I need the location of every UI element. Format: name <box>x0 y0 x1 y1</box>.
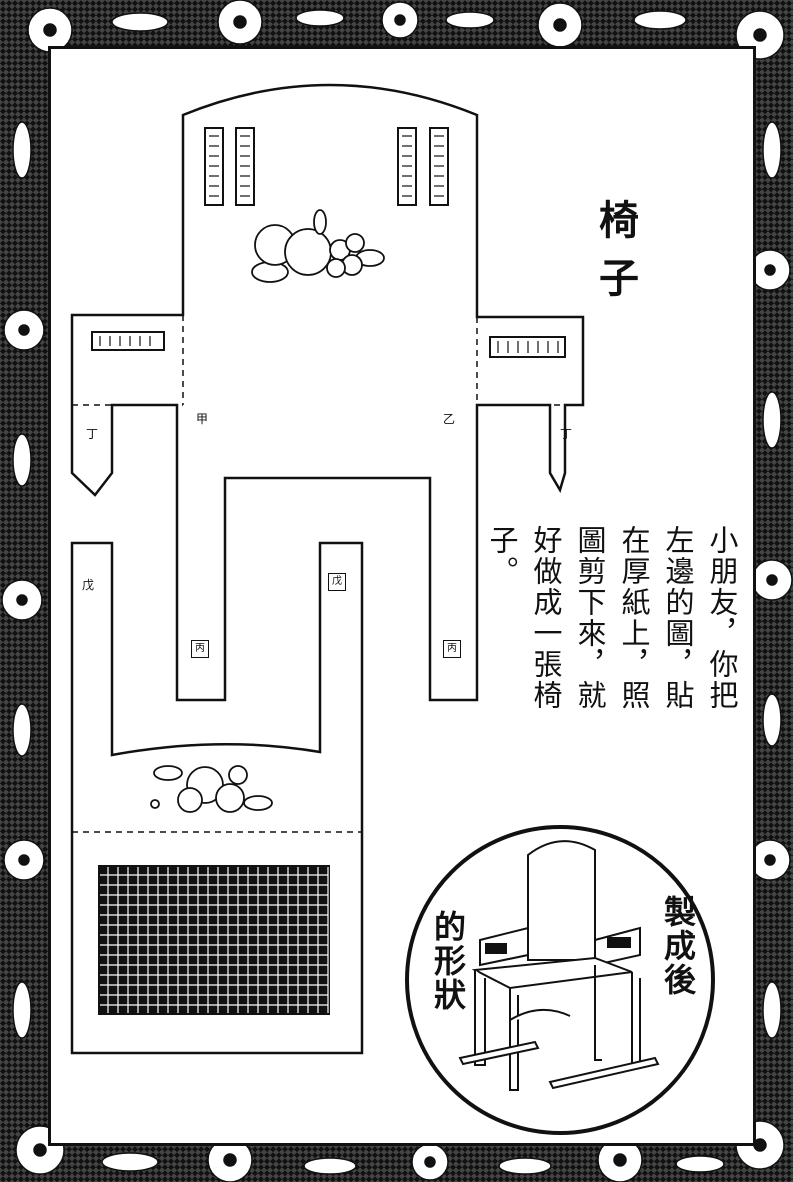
chair-icon <box>458 840 660 1091</box>
label-wu-right: 戊 <box>328 573 346 591</box>
page-title: 椅子 <box>599 197 695 302</box>
seat-grid-pattern <box>98 865 330 1015</box>
fruit-decoration-seat-icon <box>150 765 273 813</box>
instruction-line-3: 在厚紙上，照 <box>617 525 651 711</box>
slot-arm-left <box>91 331 165 351</box>
instructions: 小朋友，你把 左邊的圖，貼 在厚紙上，照 圖剪下來，就 好做成一張椅 子。 <box>480 525 744 805</box>
label-jia: 甲 <box>196 412 209 426</box>
label-wu-left: 戊 <box>82 578 95 592</box>
caption-left: 的形狀 <box>429 910 467 1012</box>
label-bing-right: 丙 <box>443 640 461 658</box>
flower-icon <box>597 1137 643 1182</box>
flower-icon <box>217 0 263 45</box>
instruction-line-2: 左邊的圖，貼 <box>661 525 695 711</box>
caption-right: 製成後 <box>659 895 697 997</box>
instruction-line-5: 好做成一張椅 <box>529 525 563 711</box>
seat-piece-outline <box>70 541 364 1055</box>
flower-icon <box>3 839 45 881</box>
label-bing-left: 丙 <box>191 640 209 658</box>
flower-icon <box>381 1 419 39</box>
cutout-outline <box>70 83 585 702</box>
label-ding-left: 丁 <box>86 427 99 441</box>
finished-chair-illustration <box>405 825 715 1135</box>
fruit-decoration-icon <box>251 209 385 283</box>
label-ding-right: 丁 <box>560 427 573 441</box>
label-yi: 乙 <box>443 412 456 426</box>
flower-icon <box>27 7 73 53</box>
instruction-line-1: 小朋友，你把 <box>705 525 739 711</box>
instruction-line-4: 圖剪下來，就 <box>573 525 607 711</box>
instruction-line-6: 子。 <box>485 525 519 587</box>
flower-icon <box>3 309 45 351</box>
flower-icon <box>749 249 791 291</box>
flower-icon <box>1 579 43 621</box>
